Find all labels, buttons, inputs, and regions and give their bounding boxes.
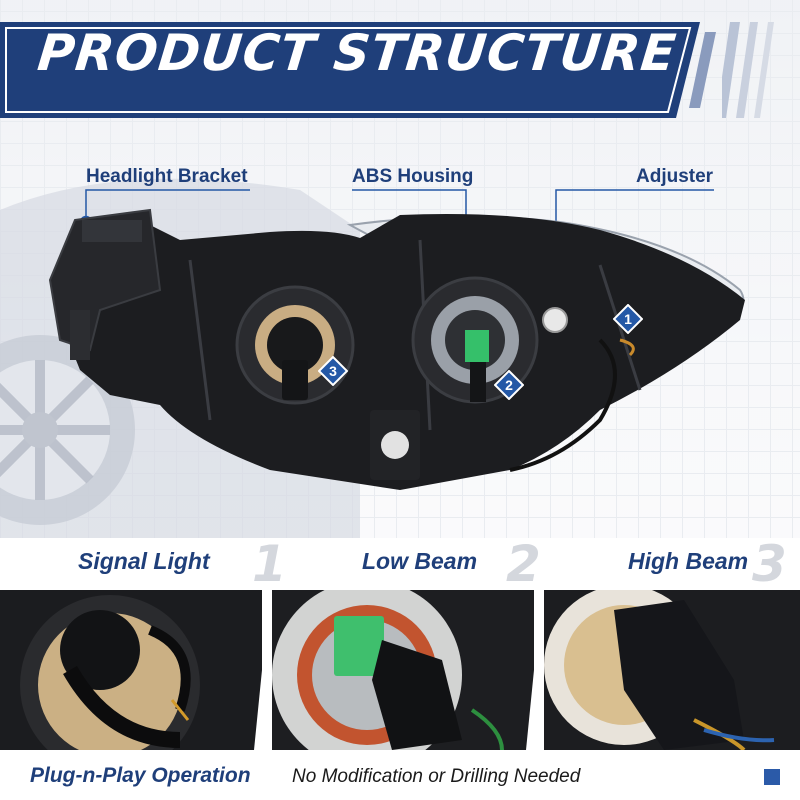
number-1: 1 [252,535,287,593]
bulb-labels-row: Signal Light 1 Low Beam 2 High Beam 3 [0,538,800,590]
marker-3: 3 [318,356,348,386]
title-banner [0,22,716,118]
callout-headlight-bracket: Headlight Bracket [86,166,248,187]
callout-abs-housing: ABS Housing [352,166,474,187]
footer-no-modification: No Modification or Drilling Needed [292,766,581,787]
footer-square-icon [764,769,780,785]
photo-high-beam [544,590,800,750]
headlight-rear-view [48,208,745,490]
svg-text:2: 2 [505,377,513,393]
photo-signal-light [0,590,262,750]
marker-2: 2 [494,370,524,400]
number-2: 2 [506,535,541,593]
photo-low-beam [272,590,534,750]
number-3: 3 [752,535,787,593]
marker-1: 1 [613,304,643,334]
label-high-beam: High Beam [628,548,749,574]
label-signal-light: Signal Light [78,548,210,574]
svg-text:1: 1 [624,311,632,327]
svg-text:3: 3 [329,363,337,379]
footer-plug-n-play: Plug-n-Play Operation [30,764,251,787]
callout-adjuster: Adjuster [636,166,714,187]
banner-stripes [722,22,774,118]
bulb-photos [0,590,800,750]
product-structure-panel: PRODUCT STRUCTURE Headlight Bracket ABS … [0,0,800,540]
footer: Plug-n-Play Operation No Modification or… [0,752,800,800]
label-low-beam: Low Beam [362,548,478,574]
